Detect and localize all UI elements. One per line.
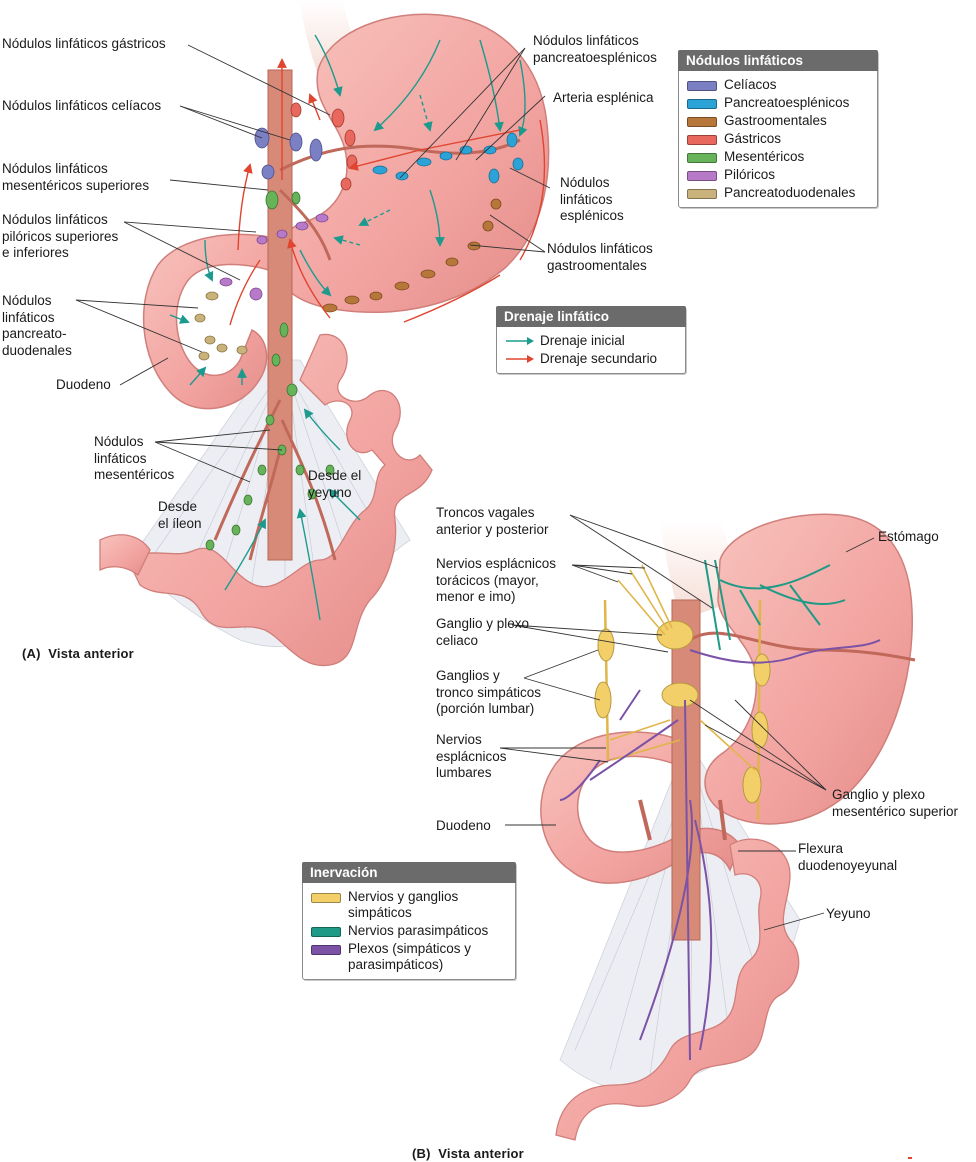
label-pyloric-nodes: Nódulos linfáticos pilóricos superiores …	[2, 212, 119, 260]
legend-item: Nervios y ganglios simpáticos	[311, 889, 507, 921]
legend-swatch	[687, 171, 717, 181]
legend-item: Nervios parasimpáticos	[311, 923, 507, 939]
label-stomach-b: Estómago	[878, 529, 939, 544]
caption-panel-a: (A) Vista anterior	[22, 646, 134, 661]
label-superior-mesenteric-nodes: Nódulos linfáticos mesentéricos superior…	[2, 161, 150, 193]
legend-item: Pilóricos	[687, 167, 869, 183]
legend-item: Gástricos	[687, 131, 869, 147]
parasympathetic-nerves-b	[704, 559, 846, 651]
renal-arteries-b	[638, 799, 727, 841]
legend-lymph-nodes-title: Nódulos linfáticos	[678, 50, 878, 71]
legend-item: Plexos (simpáticos y parasimpáticos)	[311, 941, 507, 973]
legend-innervation: Inervación Nervios y ganglios simpáticos…	[302, 862, 516, 980]
duodenum-a	[142, 233, 283, 410]
label-jejunum-b: Yeyuno	[826, 906, 871, 921]
label-duodenojejunal-flexure: Flexura duodenoyeyunal	[798, 841, 898, 873]
arrow-icon	[506, 337, 534, 345]
legend-swatch	[687, 117, 717, 127]
legend-item-label: Celíacos	[724, 77, 777, 92]
leader-lines-b	[499, 514, 875, 931]
legend-item-label: Drenaje inicial	[540, 333, 625, 348]
legend-swatch	[311, 945, 341, 955]
legend-item: Mesentéricos	[687, 149, 869, 165]
ileum-end-a	[99, 534, 151, 577]
label-splenic-nodes: Nódulos linfáticos esplénicos	[560, 175, 624, 223]
legend-swatch	[311, 927, 341, 937]
legend-swatch	[687, 81, 717, 91]
legend-drainage-title: Drenaje linfático	[496, 306, 686, 327]
label-duodenum-a: Duodeno	[56, 377, 111, 392]
label-from-ileum: Desde el íleon	[158, 499, 202, 531]
label-celiac-nodes: Nódulos linfáticos celíacos	[2, 98, 162, 113]
plexus-nerves-b	[559, 639, 881, 1061]
label-mesenteric-nodes: Nódulos linfáticos mesentéricos	[94, 434, 175, 482]
label-from-jejunum: Desde el yeyuno	[308, 468, 362, 500]
legend-item: Pancreatoduodenales	[687, 185, 869, 201]
legend-swatch	[311, 893, 341, 903]
lymph-nodes-a	[194, 102, 524, 551]
label-gastric-nodes: Nódulos linfáticos gástricos	[2, 36, 166, 51]
label-pancreatoduodenal-nodes: Nódulos linfáticos pancreato- duodenales	[2, 293, 72, 358]
legend-item: Celíacos	[687, 77, 869, 93]
legend-innervation-title: Inervación	[302, 862, 516, 883]
panel-a-illustration	[75, 0, 551, 667]
jejunum-b	[555, 838, 800, 1141]
label-thoracic-splanchnic: Nervios esplácnicos torácicos (mayor, me…	[436, 556, 557, 604]
splanchnic-nerves-b	[609, 564, 756, 771]
label-pancreatosplenic-nodes: Nódulos linfáticos pancreatoesplénicos	[533, 33, 657, 65]
legend-item-label: Plexos (simpáticos y parasimpáticos)	[348, 941, 472, 972]
legend-item-label: Pancreatoesplénicos	[724, 95, 850, 110]
label-duodenum-b: Duodeno	[436, 818, 491, 833]
legend-swatch	[687, 99, 717, 109]
caption-panel-b: (B) Vista anterior	[412, 1146, 524, 1161]
legend-item-label: Mesentéricos	[724, 149, 805, 164]
label-gastroomental-nodes: Nódulos linfáticos gastroomentales	[547, 241, 653, 273]
label-sympathetic-ganglia: Ganglios y tronco simpáticos (porción lu…	[436, 668, 542, 716]
legend-item-label: Nervios y ganglios simpáticos	[348, 889, 459, 920]
legend-item-label: Nervios parasimpáticos	[348, 923, 489, 938]
legend-item: Gastroomentales	[687, 113, 869, 129]
small-intestine-a	[127, 333, 433, 667]
legend-item: Drenaje inicial	[505, 333, 677, 349]
legend-swatch	[687, 135, 717, 145]
label-celiac-ganglion: Ganglio y plexo celiaco	[436, 616, 530, 648]
legend-swatch	[687, 153, 717, 163]
legend-item-label: Pilóricos	[724, 167, 776, 182]
legend-item-label: Drenaje secundario	[540, 351, 658, 366]
label-vagal-trunks: Troncos vagales anterior y posterior	[436, 505, 549, 537]
drainage-arrows-a	[169, 34, 546, 621]
panel-b-illustration	[499, 513, 916, 1159]
leader-lines-a	[75, 44, 551, 483]
legend-item-label: Gastroomentales	[724, 113, 827, 128]
legend-item: Drenaje secundario	[505, 351, 677, 367]
stomach-b	[704, 513, 913, 825]
arrow-icon	[506, 355, 534, 363]
label-lumbar-splanchnic: Nervios esplácnicos lumbares	[436, 732, 507, 780]
legend-item: Pancreatoesplénicos	[687, 95, 869, 111]
label-superior-mesenteric-ganglion: Ganglio y plexo mesentérico superior	[832, 787, 959, 819]
legend-item-label: Pancreatoduodenales	[724, 185, 856, 200]
legend-swatch	[687, 189, 717, 199]
legend-item-label: Gástricos	[724, 131, 782, 146]
label-splenic-artery: Arteria esplénica	[553, 90, 654, 105]
